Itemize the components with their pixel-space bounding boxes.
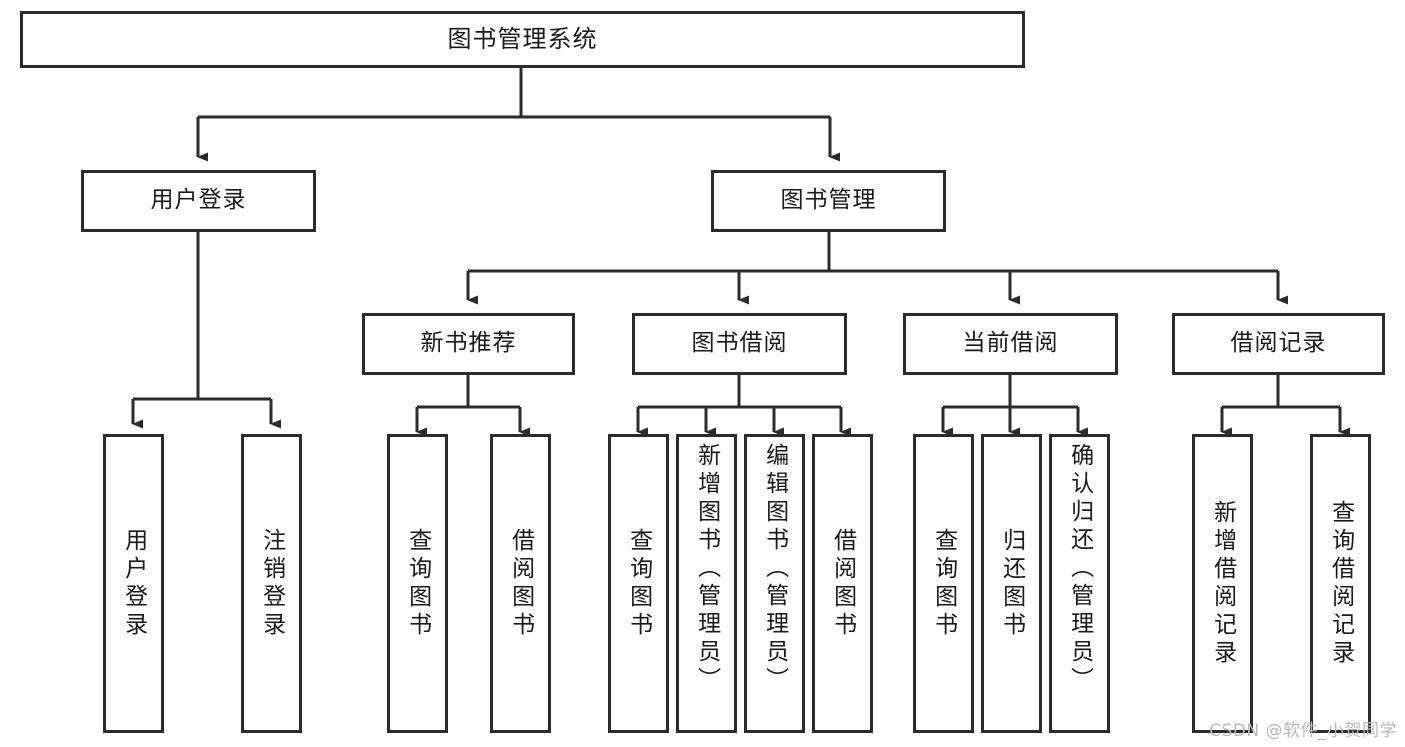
leaf-user-login-1[interactable]: 用户登录	[103, 434, 164, 733]
node-new-book-recommend[interactable]: 新书推荐	[362, 313, 575, 375]
leaf-borrow-record-1-label: 新增借阅记录	[1209, 499, 1236, 668]
leaf-new-book-2[interactable]: 借阅图书	[490, 434, 551, 733]
leaf-user-login-2[interactable]: 注销登录	[241, 434, 302, 733]
leaf-new-book-2-label: 借阅图书	[507, 527, 534, 640]
leaf-current-borrow-1[interactable]: 查询图书	[913, 434, 974, 733]
leaf-book-borrow-2-label: 新增图书（管理员）	[693, 443, 720, 695]
leaf-book-borrow-1-label: 查询图书	[625, 527, 652, 640]
node-user-login-label: 用户登录	[150, 187, 247, 214]
leaf-user-login-1-label: 用户登录	[120, 527, 147, 640]
node-current-borrow[interactable]: 当前借阅	[903, 313, 1118, 375]
leaf-book-borrow-3-label: 编辑图书（管理员）	[761, 443, 788, 695]
leaf-current-borrow-1-label: 查询图书	[930, 527, 957, 640]
leaf-new-book-1-label: 查询图书	[404, 527, 431, 640]
node-book-manage[interactable]: 图书管理	[711, 170, 946, 232]
node-book-borrow-label: 图书借阅	[691, 330, 788, 357]
leaf-borrow-record-2[interactable]: 查询借阅记录	[1310, 434, 1371, 733]
node-root-label: 图书管理系统	[447, 25, 598, 54]
node-book-manage-label: 图书管理	[780, 187, 877, 214]
leaf-book-borrow-4[interactable]: 借阅图书	[812, 434, 873, 733]
leaf-current-borrow-2-label: 归还图书	[998, 527, 1025, 640]
node-borrow-record-label: 借阅记录	[1230, 330, 1327, 357]
leaf-new-book-1[interactable]: 查询图书	[387, 434, 448, 733]
node-new-book-recommend-label: 新书推荐	[420, 330, 517, 357]
leaf-borrow-record-2-label: 查询借阅记录	[1327, 499, 1354, 668]
node-user-login[interactable]: 用户登录	[81, 170, 316, 232]
leaf-book-borrow-3[interactable]: 编辑图书（管理员）	[744, 434, 805, 733]
leaf-user-login-2-label: 注销登录	[258, 527, 285, 640]
leaf-book-borrow-4-label: 借阅图书	[829, 527, 856, 640]
leaf-current-borrow-3[interactable]: 确认归还（管理员）	[1049, 434, 1110, 733]
leaf-book-borrow-2[interactable]: 新增图书（管理员）	[676, 434, 737, 733]
node-book-borrow[interactable]: 图书借阅	[632, 313, 847, 375]
leaf-book-borrow-1[interactable]: 查询图书	[608, 434, 669, 733]
node-current-borrow-label: 当前借阅	[962, 330, 1059, 357]
leaf-borrow-record-1[interactable]: 新增借阅记录	[1192, 434, 1253, 733]
node-borrow-record[interactable]: 借阅记录	[1172, 313, 1385, 375]
leaf-current-borrow-2[interactable]: 归还图书	[981, 434, 1042, 733]
node-root-system[interactable]: 图书管理系统	[20, 11, 1025, 68]
csdn-watermark: CSDN @软件_小贺同学	[1209, 721, 1397, 741]
leaf-current-borrow-3-label: 确认归还（管理员）	[1066, 443, 1093, 695]
